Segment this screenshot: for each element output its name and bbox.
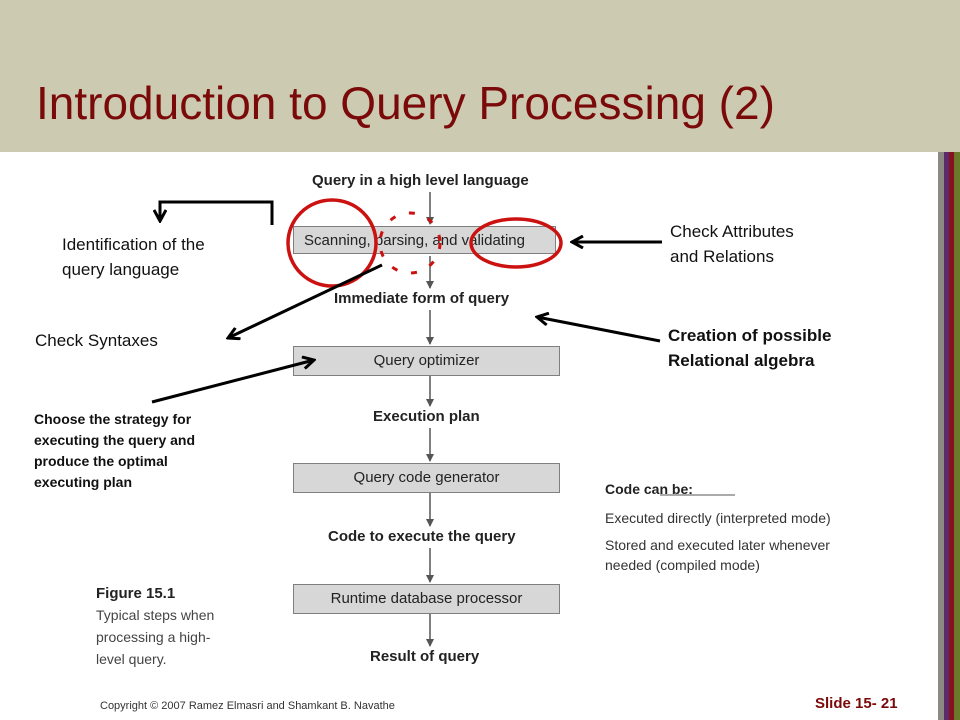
stage-query-input: Query in a high level language	[312, 172, 529, 189]
annotation-creation-line-2: Relational algebra	[668, 351, 815, 370]
annotation-identification-line-1: Identification of the	[62, 235, 205, 254]
annotation-check-attributes-line-1: Check Attributes	[670, 222, 794, 241]
code-note-line-3: needed (compiled mode)	[605, 557, 760, 573]
circle-scanning	[286, 198, 378, 288]
annotation-identification-line-2: query language	[62, 260, 180, 279]
side-stripe-gray	[938, 152, 944, 720]
box-query-code-generator: Query code generator	[293, 463, 560, 493]
stage-execution-plan: Execution plan	[373, 408, 480, 425]
side-stripe-purple	[944, 152, 949, 720]
box-optimizer-label: Query optimizer	[373, 352, 480, 369]
figure-caption-line-2: processing a high-	[96, 629, 211, 645]
code-note-line-1: Executed directly (interpreted mode)	[605, 510, 831, 526]
side-stripe-red	[949, 152, 954, 720]
circle-parsing-dashed	[378, 211, 442, 275]
annotation-strategy-line-1: Choose the strategy for	[34, 411, 192, 427]
stage-code: Code to execute the query	[328, 528, 516, 545]
title-bar	[0, 0, 960, 152]
arrow-creation	[537, 317, 661, 343]
box-runtime-label: Runtime database processor	[330, 590, 523, 607]
stage-immediate-form: Immediate form of query	[334, 290, 510, 307]
copyright-text: Copyright © 2007 Ramez Elmasri and Shamk…	[100, 700, 395, 712]
annotation-creation-line-1: Creation of possible	[668, 326, 832, 345]
arrow-strategy	[151, 360, 314, 404]
annotation-strategy-line-4: executing plan	[34, 474, 133, 490]
arrow-identification	[160, 200, 274, 225]
code-note-line-2: Stored and executed later whenever	[605, 537, 830, 553]
slide-number: Slide 15- 21	[815, 695, 898, 712]
stage-result: Result of query	[370, 648, 480, 665]
box-runtime-processor: Runtime database processor	[293, 584, 560, 614]
box-query-optimizer: Query optimizer	[293, 346, 560, 376]
figure-caption-line-3: level query.	[96, 651, 167, 667]
figure-label: Figure 15.1	[96, 585, 176, 602]
figure-caption-line-1: Typical steps when	[96, 607, 215, 623]
annotation-check-attributes-line-2: and Relations	[670, 247, 774, 266]
annotation-strategy-line-3: produce the optimal	[34, 453, 168, 469]
slide-title: Introduction to Query Processing (2)	[36, 77, 775, 129]
box-codegen-label: Query code generator	[353, 469, 500, 486]
circle-validating	[469, 217, 563, 269]
side-stripe-olive	[954, 152, 960, 720]
annotation-check-syntaxes: Check Syntaxes	[35, 331, 158, 350]
code-note-heading: Code can be:	[605, 481, 693, 497]
annotation-strategy-line-2: executing the query and	[34, 432, 196, 448]
arrow-check-syntaxes	[228, 263, 383, 338]
